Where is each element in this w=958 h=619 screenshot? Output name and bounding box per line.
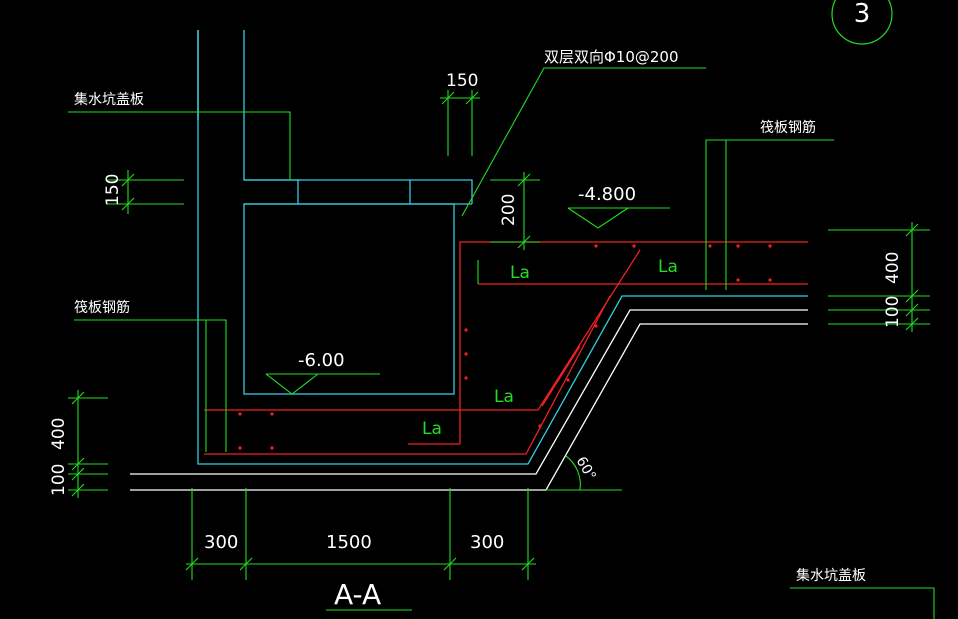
label-la-3: La — [494, 387, 514, 407]
dim-step-depth: 200 — [499, 194, 519, 226]
leader-cover-top — [68, 111, 291, 180]
rebar-slope-tick — [541, 345, 581, 407]
label-la-1: La — [510, 263, 530, 283]
dim-bedding-right: 100 — [883, 296, 903, 328]
annotations: 集水坑盖板 双层双向Φ10@200 筏板钢筋 筏板钢筋 集水坑盖板 -4.800… — [49, 48, 903, 611]
label-la-4: La — [422, 419, 442, 439]
section-title: A-A — [334, 578, 381, 611]
dimension-lines — [68, 67, 935, 619]
dim-slab-right: 400 — [883, 252, 903, 284]
outline-upper — [130, 309, 808, 475]
leader-raft-right — [705, 139, 834, 290]
detail-marker: 3 — [831, 0, 893, 45]
dim-bottom-right: 300 — [470, 532, 504, 553]
label-double-layer: 双层双向Φ10@200 — [544, 48, 679, 66]
label-la-2: La — [658, 257, 678, 277]
rebar-lines — [204, 241, 808, 455]
label-raft-rebar-right: 筏板钢筋 — [760, 119, 816, 136]
leader-double-layer — [461, 67, 706, 217]
elevation-pit-bottom: -6.00 — [298, 350, 345, 371]
elevation-raft-top: -4.800 — [578, 184, 636, 205]
leader-cover-bottom — [790, 587, 935, 619]
angle-label: 60° — [573, 454, 599, 484]
label-cover-plate-top: 集水坑盖板 — [74, 91, 144, 108]
pit-inner-outline — [243, 203, 455, 395]
dim-cover-width: 150 — [446, 71, 478, 91]
dim-slab-left: 400 — [49, 418, 69, 450]
rebar-bottom-slope — [204, 295, 611, 455]
label-raft-rebar-left: 筏板钢筋 — [74, 299, 130, 316]
detail-marker-number: 3 — [854, 0, 871, 29]
cover-top-outline — [243, 30, 473, 204]
dim-cover-thickness: 150 — [103, 174, 123, 206]
outline-lower — [130, 323, 808, 491]
leader-raft-left — [74, 319, 227, 452]
dim-bedding-left: 100 — [49, 464, 69, 496]
dim-bottom-left: 300 — [204, 532, 238, 553]
concrete-outline — [197, 30, 808, 465]
rebar-dots — [238, 244, 772, 450]
pit-outer-outline — [197, 30, 808, 465]
rebar-mid-slope — [204, 249, 641, 411]
label-cover-plate-bottom: 集水坑盖板 — [796, 567, 866, 584]
dim-bottom-mid: 1500 — [326, 532, 372, 553]
rebar-top-step — [459, 241, 808, 444]
detail-marker-circle — [831, 0, 893, 45]
